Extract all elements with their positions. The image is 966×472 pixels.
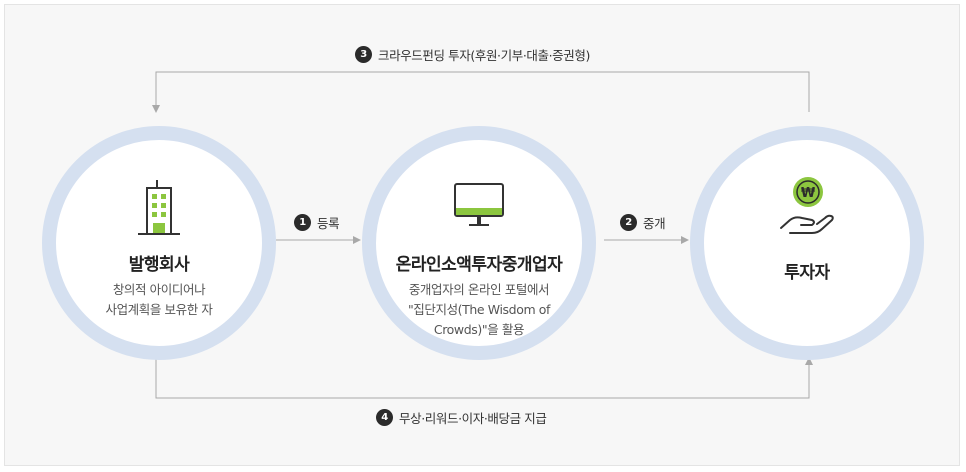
issuer-title: 발행회사: [128, 255, 190, 275]
return-flow-label: 4 무상·리워드·이자·배당금 지급: [376, 408, 547, 427]
register-flow-label: 1 등록: [294, 213, 340, 232]
platform-title: 온라인소액투자중개업자: [395, 255, 563, 275]
invest-flow-line: [152, 71, 810, 113]
investor-node: ₩ 투자자: [690, 126, 924, 360]
step-badge-2: 2: [620, 214, 637, 231]
investor-title: 투자자: [784, 263, 830, 283]
return-flow-text: 무상·리워드·이자·배당금 지급: [399, 411, 547, 426]
platform-node: 온라인소액투자중개업자 중개업자의 온라인 포털에서 "집단지성(The Wis…: [362, 126, 596, 360]
issuer-desc-line1: 창의적 아이디어나: [112, 282, 206, 297]
currency-symbol: ₩: [801, 186, 816, 201]
step-badge-3: 3: [355, 46, 372, 63]
register-flow-text: 등록: [317, 216, 340, 231]
return-flow-line: [155, 357, 813, 399]
step-badge-1: 1: [294, 214, 311, 231]
invest-flow-label: 3 크라우드펀딩 투자(후원·기부·대출·증권형): [355, 45, 590, 64]
step-badge-4: 4: [376, 409, 393, 426]
platform-desc-line1: 중개업자의 온라인 포털에서: [408, 282, 550, 297]
issuer-desc-line2: 사업계획을 보유한 자: [105, 302, 213, 317]
platform-desc-line3: Crowds)"을 활용: [433, 322, 525, 337]
invest-flow-text: 크라우드펀딩 투자(후원·기부·대출·증권형): [378, 48, 590, 63]
broker-flow-text: 중개: [643, 216, 666, 231]
monitor-icon: [454, 183, 504, 226]
building-icon: [138, 180, 180, 235]
issuer-node: 발행회사 창의적 아이디어나 사업계획을 보유한 자: [42, 126, 276, 360]
coin-hand-icon: ₩: [780, 177, 834, 234]
platform-desc-line2: "집단지성(The Wisdom of: [407, 302, 551, 317]
broker-flow-label: 2 중개: [620, 213, 666, 232]
